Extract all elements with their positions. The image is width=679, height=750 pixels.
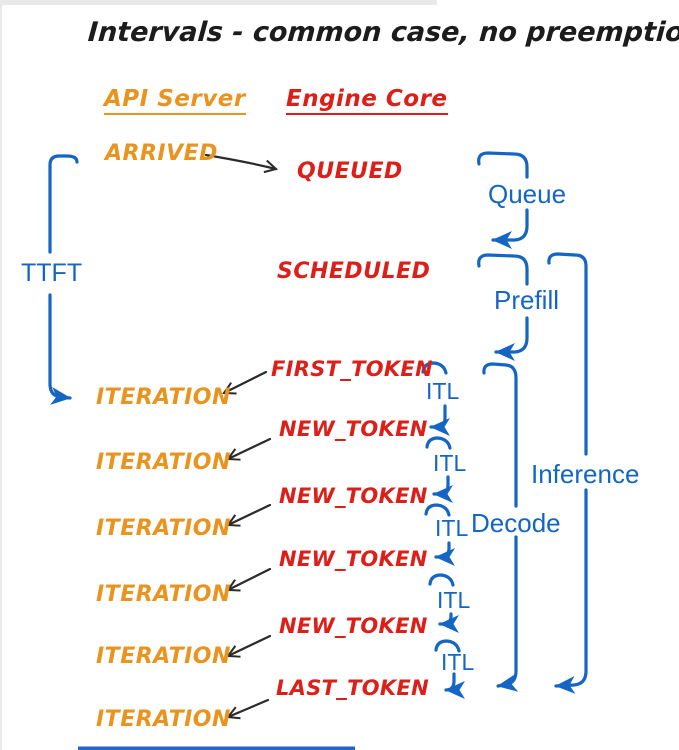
arrow-new-token4-to-iteration — [226, 634, 272, 658]
interval-label-itl-3: ITL — [435, 515, 469, 541]
arrow-new-token1-to-iteration — [226, 437, 272, 461]
itl-arrow-4 — [438, 612, 459, 633]
itl-arrow-1 — [429, 404, 450, 436]
decode-bracket-bottom-arrow — [496, 535, 519, 692]
itl-hook-4 — [428, 573, 455, 587]
event-iteration-2: ITERATION — [96, 450, 231, 475]
interval-label-prefill: Prefill — [494, 285, 560, 315]
column-header-api-server: API Server — [104, 88, 246, 115]
event-new-token-3: NEW_TOKEN — [279, 547, 428, 571]
event-arrived: ARRIVED — [105, 141, 218, 166]
itl-arrow-5 — [444, 672, 466, 699]
ttft-bracket-bottom-arrow — [48, 293, 72, 405]
interval-label-queue: Queue — [488, 179, 567, 209]
event-scheduled: SCHEDULED — [277, 259, 431, 284]
arrow-last-token-to-iteration — [226, 698, 270, 720]
itl-arrow-3 — [434, 541, 455, 566]
itl-hook-2 — [425, 436, 452, 450]
event-new-token-1: NEW_TOKEN — [279, 417, 428, 441]
diagram-title: Intervals - common case, no preemptions — [86, 17, 679, 48]
interval-label-decode: Decode — [471, 508, 561, 538]
event-new-token-4: NEW_TOKEN — [279, 614, 428, 638]
interval-label-itl-2: ITL — [433, 450, 467, 476]
event-queued: QUEUED — [297, 159, 403, 184]
event-last-token: LAST_TOKEN — [276, 676, 429, 700]
inference-bracket-bottom-arrow — [554, 488, 588, 694]
itl-arrow-2 — [432, 475, 453, 503]
event-first-token: FIRST_TOKEN — [271, 357, 433, 381]
event-iteration-3: ITERATION — [96, 516, 231, 541]
itl-hook-3 — [424, 503, 451, 517]
prefill-bracket-bottom-arrow — [494, 316, 529, 361]
left-edge-border — [0, 0, 2, 750]
inference-bracket-top — [547, 252, 588, 456]
arrow-first-token-to-iteration — [222, 370, 268, 395]
top-edge-border — [0, 0, 437, 5]
interval-label-itl-4: ITL — [437, 587, 471, 613]
event-iteration-6: ITERATION — [96, 707, 231, 732]
bottom-clipped-element — [78, 746, 355, 750]
arrow-new-token2-to-iteration — [226, 503, 272, 527]
event-iteration-1: ITERATION — [96, 385, 231, 410]
event-new-token-2: NEW_TOKEN — [279, 484, 428, 508]
queue-bracket-bottom-arrow — [491, 208, 529, 249]
interval-label-inference: Inference — [531, 459, 640, 489]
interval-label-itl-5: ITL — [441, 649, 475, 675]
decode-bracket-top — [482, 362, 518, 508]
arrow-new-token3-to-iteration — [226, 567, 272, 592]
interval-label-ttft: TTFT — [21, 259, 83, 287]
prefill-bracket-top — [477, 253, 529, 286]
itl-hook-5 — [434, 639, 461, 653]
arrow-arrived-to-queued — [204, 153, 279, 174]
interval-label-itl-1: ITL — [426, 378, 460, 404]
ttft-bracket-top — [48, 154, 79, 254]
itl-hook-1 — [421, 361, 448, 375]
queue-bracket-top — [477, 151, 529, 179]
event-iteration-4: ITERATION — [96, 582, 231, 607]
event-iteration-5: ITERATION — [96, 644, 231, 669]
column-header-engine-core: Engine Core — [286, 88, 448, 115]
